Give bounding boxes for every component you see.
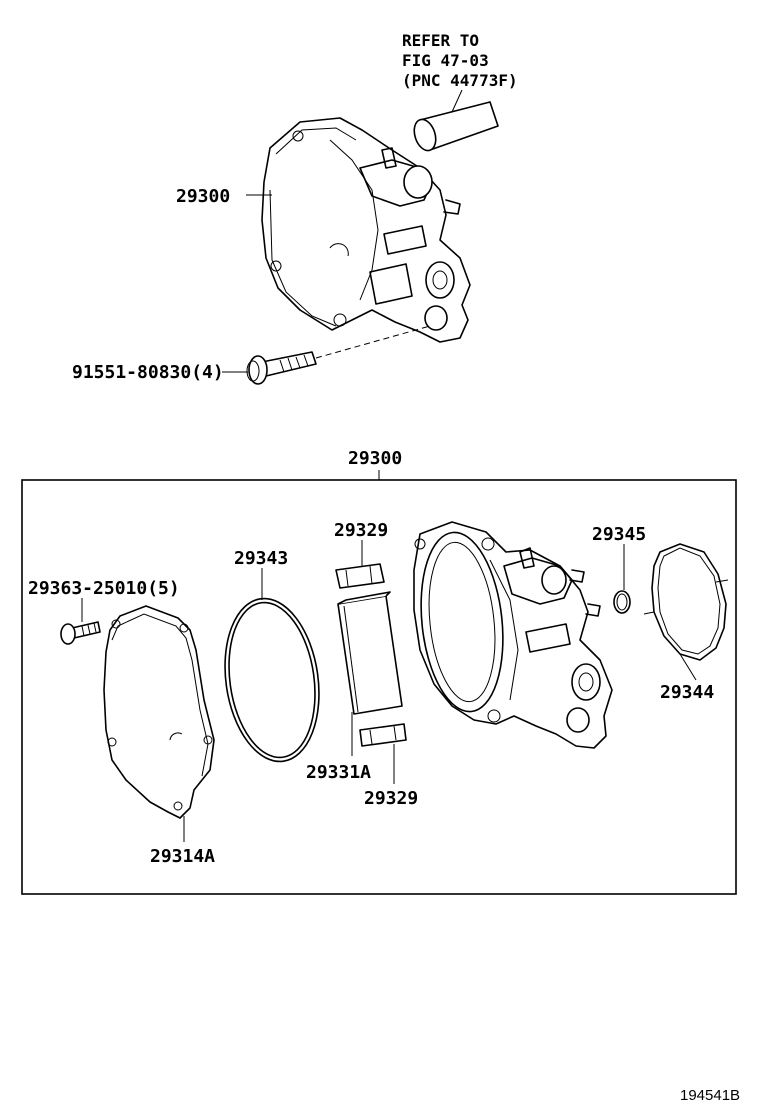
label-oring-small: 29345 (592, 524, 646, 545)
label-gasket: 29344 (660, 682, 714, 703)
bolt-dashed-line (315, 325, 431, 359)
pump-housing-illustration (413, 521, 613, 749)
label-cover: 29314A (150, 846, 215, 867)
label-bolt-top: 91551-80830(4) (72, 362, 224, 383)
label-assembly: 29300 (348, 448, 402, 469)
vane-bottom-illustration (359, 723, 407, 747)
screw-illustration (60, 621, 101, 645)
leader-gasket (679, 653, 697, 681)
gasket-illustration (643, 543, 729, 661)
label-rotor: 29331A (306, 762, 371, 783)
small-oring-illustration (613, 590, 631, 614)
bolt-top-illustration (246, 351, 317, 385)
refer-line-2: FIG 47-03 (402, 51, 489, 70)
refer-line-1: REFER TO (402, 31, 479, 50)
label-oring-large: 29343 (234, 548, 288, 569)
hose-illustration (413, 101, 499, 152)
large-oring-illustration (224, 597, 320, 763)
figure-number: 194541B (680, 1087, 740, 1104)
assembly-box (21, 479, 737, 895)
refer-leader (451, 89, 463, 113)
refer-line-3: (PNC 44773F) (402, 71, 518, 90)
rotor-illustration (337, 591, 403, 715)
label-vane-top: 29329 (334, 520, 388, 541)
refer-note: REFER TO FIG 47-03 (PNC 44773F) (402, 31, 518, 113)
label-vane-bottom: 29329 (364, 788, 418, 809)
vane-top-illustration (335, 563, 385, 589)
vacuum-pump-top-illustration (261, 117, 471, 343)
label-pump-top: 29300 (176, 186, 230, 207)
label-screw: 29363-25010(5) (28, 578, 180, 599)
cover-plate-illustration (103, 605, 215, 819)
